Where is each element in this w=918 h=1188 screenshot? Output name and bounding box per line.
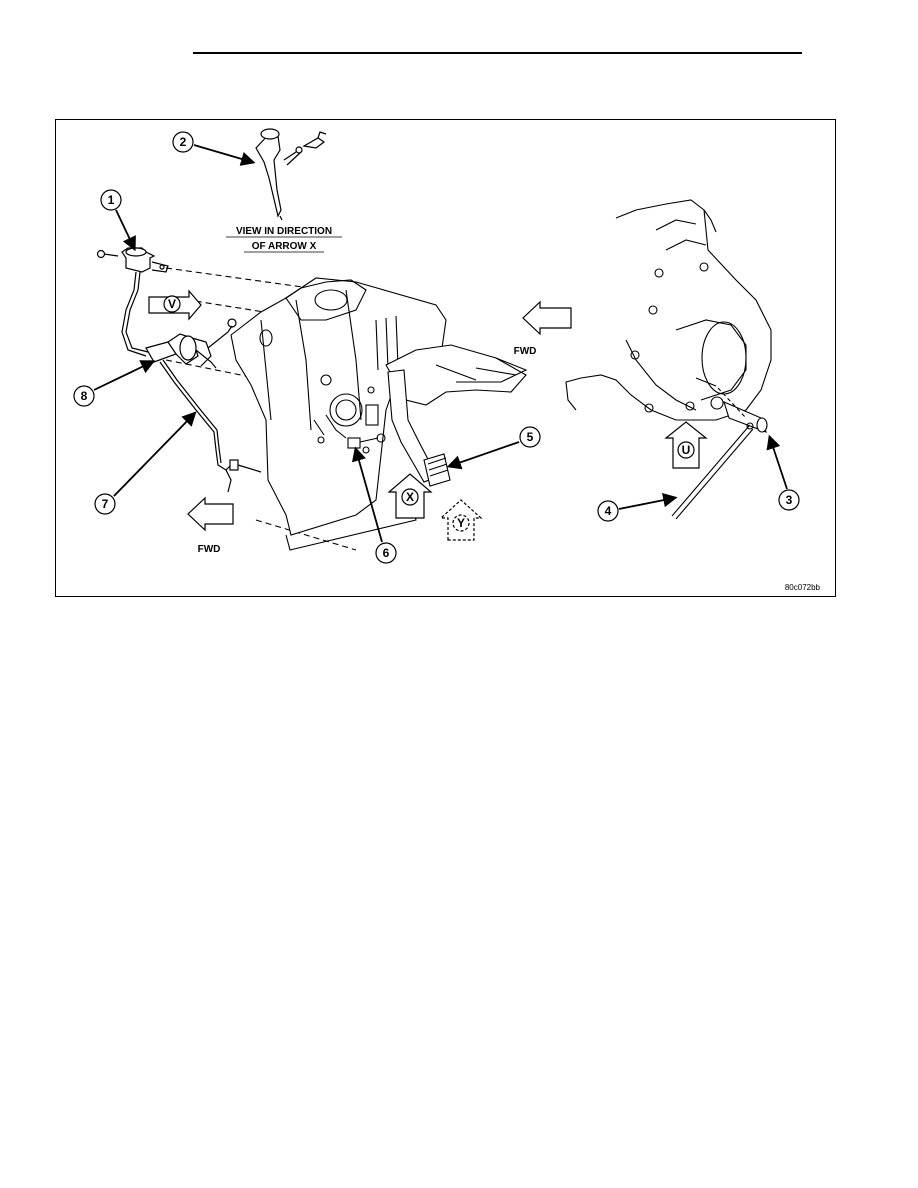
callout-6-label: 6 bbox=[383, 546, 390, 560]
callout-7-label: 7 bbox=[102, 497, 109, 511]
header-rule bbox=[193, 52, 802, 54]
callout-6: 6 bbox=[352, 446, 397, 564]
clutch-hydraulic-system-figure: VIEW IN DIRECTION OF ARROW X bbox=[55, 119, 836, 597]
figure-drawing: VIEW IN DIRECTION OF ARROW X bbox=[73, 128, 821, 592]
figure-id: 80c072bb bbox=[785, 583, 821, 592]
fwd-arrow-left: FWD bbox=[187, 496, 234, 555]
callout-3-label: 3 bbox=[786, 493, 793, 507]
view-arrow-v: V bbox=[148, 289, 202, 321]
detail-view-bracket bbox=[255, 128, 327, 221]
callout-5-label: 5 bbox=[527, 430, 534, 444]
callout-8: 8 bbox=[73, 360, 156, 407]
callout-4: 4 bbox=[597, 493, 678, 522]
view-arrow-x-label: X bbox=[406, 490, 414, 504]
callout-5: 5 bbox=[446, 426, 541, 470]
view-arrow-v-label: V bbox=[168, 297, 176, 311]
callout-1-label: 1 bbox=[108, 193, 115, 207]
view-arrow-y-label: Y bbox=[457, 516, 465, 530]
view-arrow-u-label: U bbox=[682, 443, 691, 457]
callout-8-label: 8 bbox=[81, 389, 88, 403]
transmission-assembly bbox=[565, 199, 772, 520]
view-caption-line2: OF ARROW X bbox=[252, 241, 317, 252]
dash-panel-assembly bbox=[165, 267, 528, 551]
callout-1: 1 bbox=[100, 189, 136, 252]
callout-3: 3 bbox=[766, 434, 800, 511]
fwd-label-left: FWD bbox=[198, 544, 221, 555]
view-arrow-x: X bbox=[387, 473, 433, 519]
callout-2: 2 bbox=[172, 131, 256, 166]
callout-4-label: 4 bbox=[605, 504, 612, 518]
callout-2-label: 2 bbox=[180, 135, 187, 149]
fwd-label-right: FWD bbox=[514, 346, 537, 357]
callout-7: 7 bbox=[94, 411, 197, 515]
reservoir-and-master-cylinder bbox=[96, 247, 262, 493]
view-caption: VIEW IN DIRECTION OF ARROW X bbox=[226, 226, 342, 253]
fwd-arrow-right: FWD bbox=[514, 300, 572, 357]
view-arrow-u: U bbox=[664, 421, 708, 469]
view-arrow-y: Y bbox=[439, 499, 483, 541]
view-caption-line1: VIEW IN DIRECTION bbox=[236, 226, 332, 237]
